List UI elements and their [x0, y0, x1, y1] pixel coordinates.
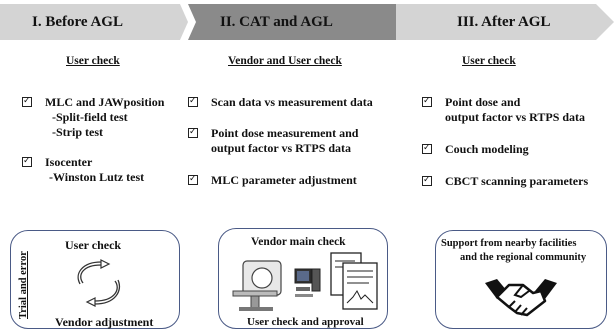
- checkbox-icon: [22, 97, 32, 107]
- phase-2-item: Point dose measurement and output factor…: [188, 126, 358, 156]
- linac-icon: [232, 260, 282, 311]
- phase-3-subtitle: User check: [462, 55, 516, 67]
- checkbox-icon: [188, 175, 198, 185]
- phase-3-item: CBCT scanning parameters: [422, 174, 588, 189]
- panel-1-bottom-text: Vendor adjustment: [55, 315, 154, 329]
- phase-1-title: I. Before AGL: [32, 14, 123, 30]
- check-item-main: Point dose measurement and: [211, 126, 359, 140]
- checkbox-icon: [422, 176, 432, 186]
- check-item-main: Point dose and: [445, 95, 521, 109]
- check-item-main: MLC parameter adjustment: [211, 173, 357, 187]
- handshake-icon: [485, 279, 557, 317]
- phase-2-panel: Vendor main check User check and approva…: [218, 228, 388, 329]
- check-item-sub: -Split-field test: [52, 110, 128, 124]
- check-item-main: Isocenter: [45, 155, 93, 169]
- phase-3-item: Point dose and output factor vs RTPS dat…: [422, 95, 585, 125]
- check-item-sub: -Strip test: [52, 125, 103, 139]
- phase-1-item: Isocenter -Winston Lutz test: [22, 155, 144, 185]
- phase-3-title: III. After AGL: [457, 14, 551, 30]
- check-item-main: MLC and JAWposition: [45, 95, 165, 109]
- check-item-sub: output factor vs RTPS data: [211, 141, 352, 155]
- check-item-main: Scan data vs measurement data: [211, 95, 373, 109]
- phase-2-item: Scan data vs measurement data: [188, 95, 373, 110]
- phase-2-subtitle: Vendor and User check: [228, 55, 342, 67]
- phase-2-title: II. CAT and AGL: [220, 14, 333, 30]
- phase-2-segment: [188, 4, 396, 40]
- phase-1-segment: [0, 4, 188, 40]
- trial-and-error-label: Trial and error: [18, 251, 29, 319]
- cycle-arrows-icon: [77, 259, 120, 307]
- panel-3-top-text-2: and the regional community: [460, 252, 587, 263]
- phase-3-segment: [396, 4, 614, 40]
- check-item-main: CBCT scanning parameters: [445, 174, 589, 188]
- phase-1-subtitle: User check: [66, 55, 120, 67]
- checkbox-icon: [422, 97, 432, 107]
- phase-banner: [0, 4, 614, 40]
- phase-1-item: MLC and JAWposition -Split-field test -S…: [22, 95, 164, 140]
- panel-3-top-text: Support from nearby facilities: [441, 238, 577, 249]
- documents-icon: [330, 252, 378, 310]
- phase-2-item: MLC parameter adjustment: [188, 173, 357, 188]
- phase-1-panel: Trial and error User check Vendor adjust…: [10, 230, 180, 329]
- check-item-sub: -Winston Lutz test: [49, 170, 145, 184]
- panel-2-bottom-text: User check and approval: [247, 316, 364, 328]
- phase-3-item: Couch modeling: [422, 142, 529, 157]
- checkbox-icon: [188, 128, 198, 138]
- check-item-sub: output factor vs RTPS data: [445, 110, 586, 124]
- checkbox-icon: [422, 144, 432, 154]
- checkbox-icon: [22, 157, 32, 167]
- phase-3-panel: Support from nearby facilities and the r…: [435, 230, 607, 329]
- computer-icon: [294, 268, 321, 297]
- check-item-main: Couch modeling: [445, 142, 529, 156]
- panel-1-top-text: User check: [65, 238, 122, 252]
- checkbox-icon: [188, 97, 198, 107]
- panel-2-top-text: Vendor main check: [251, 236, 346, 248]
